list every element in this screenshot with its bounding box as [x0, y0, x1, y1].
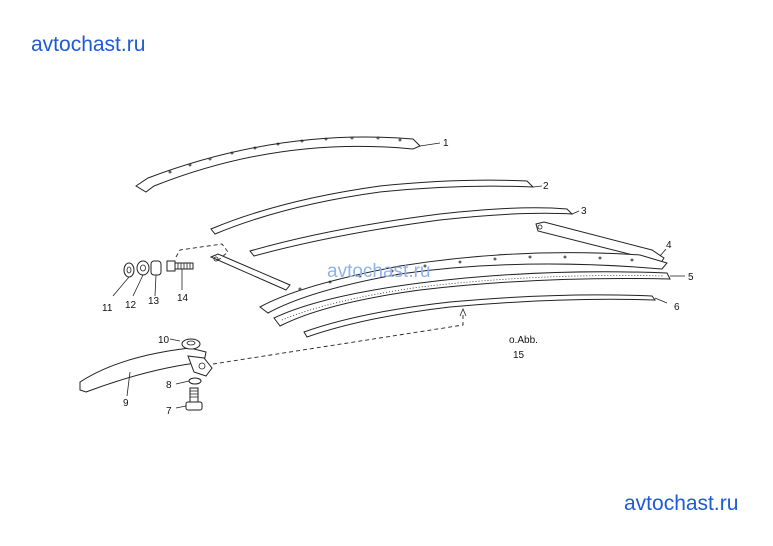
watermark-bottom: avtochast.ru: [624, 492, 739, 515]
main-roof-rail: [259, 252, 668, 314]
label-2: 2: [543, 181, 549, 192]
label-6: 6: [674, 302, 680, 313]
label-10: 10: [158, 335, 170, 346]
label-13: 13: [148, 296, 160, 307]
label-1: 1: [443, 138, 449, 149]
watermark-top: avtochast.ru: [31, 33, 146, 56]
part-6-strip: [303, 294, 668, 338]
label-14: 14: [177, 293, 189, 304]
label-11: 11: [102, 303, 113, 314]
part-1-roof-strip: [135, 136, 441, 193]
label-5: 5: [688, 272, 694, 283]
watermark-middle: avtochast.ru: [327, 261, 431, 282]
hinge-knuckle: [187, 355, 213, 377]
label-9: 9: [123, 398, 129, 409]
part-3-strip: [249, 207, 580, 257]
note-abb: o.Abb.: [509, 335, 538, 346]
label-12: 12: [125, 300, 137, 311]
label-3: 3: [581, 206, 587, 217]
arrow-head: [459, 307, 467, 317]
note-number: 15: [513, 350, 525, 361]
connector-bolt-to-rail: [175, 243, 229, 263]
part-9-arm: [79, 347, 207, 397]
label-7: 7: [166, 406, 172, 417]
part-2-strip: [210, 179, 543, 235]
part-4-bracket-left: [209, 253, 291, 291]
label-4: 4: [666, 240, 672, 251]
part-8-washer: [175, 377, 202, 385]
part-5-seal: [273, 271, 685, 327]
label-8: 8: [166, 380, 172, 391]
part-14-bolt: [166, 260, 194, 290]
part-10-cap: [169, 338, 201, 350]
connector-hinge-to-rail: [212, 312, 464, 365]
part-11-nut: [112, 262, 135, 297]
part-12-washer: [132, 260, 150, 297]
part-7-screw: [175, 387, 203, 411]
part-13-spacer: [150, 260, 162, 297]
